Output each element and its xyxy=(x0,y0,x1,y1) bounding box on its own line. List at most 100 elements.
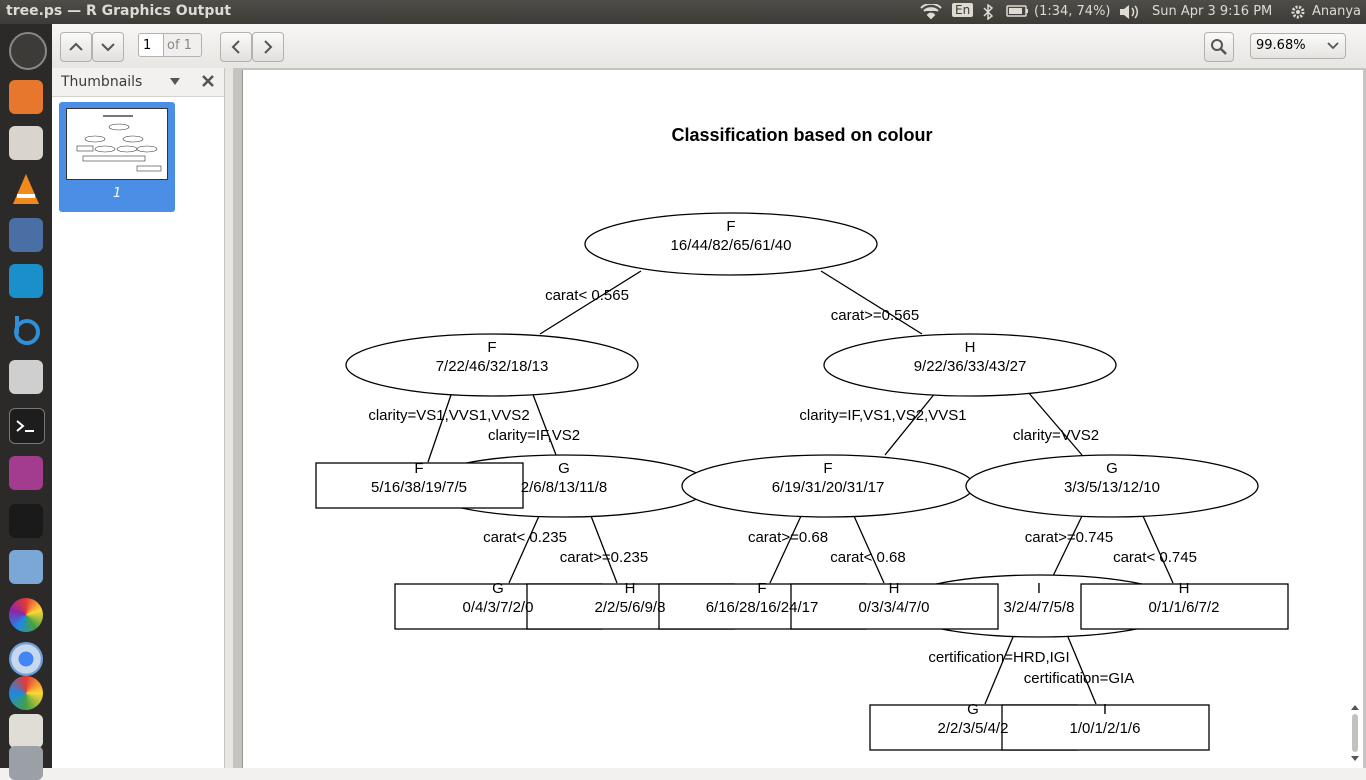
split-label: carat< 0.235 xyxy=(483,529,567,546)
edge xyxy=(984,636,1014,705)
zoom-value: 99.68% xyxy=(1256,38,1306,53)
leaf-class: I xyxy=(1103,701,1107,718)
trash-icon[interactable] xyxy=(9,746,43,780)
battery-icon[interactable] xyxy=(1006,4,1030,22)
sidebar: Thumbnails 1 xyxy=(52,68,225,768)
split-label: carat< 0.565 xyxy=(545,287,629,304)
tree-leaf-box xyxy=(790,583,999,630)
vertical-scrollbar[interactable] xyxy=(1349,702,1361,766)
gear-icon[interactable] xyxy=(1290,4,1306,24)
edge xyxy=(853,515,885,584)
page-number-input[interactable]: 1 xyxy=(138,33,164,57)
leaf-counts: 0/1/1/6/7/2 xyxy=(1149,599,1220,616)
dash-home-icon[interactable] xyxy=(9,32,47,70)
leaf-class: G xyxy=(492,580,504,597)
split-label: certification=GIA xyxy=(1024,670,1134,687)
split-label: carat>=0.68 xyxy=(748,529,828,546)
picasa-icon[interactable] xyxy=(9,676,43,710)
document-view: Classification based on colour xyxy=(234,68,1366,768)
terminal-icon[interactable] xyxy=(9,408,45,444)
chevron-right-icon xyxy=(264,40,273,54)
tree-node-ellipse xyxy=(965,454,1259,518)
pane-splitter[interactable] xyxy=(225,68,234,768)
zoom-select[interactable]: 99.68% xyxy=(1250,33,1346,59)
sidebar-header: Thumbnails xyxy=(52,68,224,97)
close-icon[interactable] xyxy=(202,75,214,87)
chevron-up-icon xyxy=(69,42,83,51)
edge xyxy=(1027,391,1083,456)
inkscape-icon[interactable] xyxy=(9,504,43,538)
tree-node-ellipse xyxy=(823,333,1117,397)
edge xyxy=(539,270,642,335)
split-label: carat>=0.745 xyxy=(1025,529,1113,546)
split-label: clarity=IF,VS2 xyxy=(488,427,580,444)
app-purple-icon[interactable] xyxy=(9,456,43,490)
app-window-icon[interactable] xyxy=(9,264,43,298)
node-counts: 6/19/31/20/31/17 xyxy=(772,479,885,496)
node-class: I xyxy=(1037,580,1041,597)
previous-page-button[interactable] xyxy=(220,32,252,62)
plot-title: Classification based on colour xyxy=(671,125,932,145)
wifi-icon[interactable] xyxy=(920,2,942,24)
find-button[interactable] xyxy=(1204,32,1234,62)
edge xyxy=(1052,515,1083,577)
edge xyxy=(1067,636,1097,705)
chromium-icon[interactable] xyxy=(9,642,43,676)
node-counts: 16/44/82/65/61/40 xyxy=(671,237,792,254)
volume-icon[interactable] xyxy=(1118,4,1140,24)
leaf-counts: 6/16/28/16/24/17 xyxy=(706,599,819,616)
thumbnail-image xyxy=(66,108,168,180)
tree-leaf-box xyxy=(315,462,524,509)
leaf-counts: 0/3/3/4/7/0 xyxy=(859,599,930,616)
leaf-class: H xyxy=(1179,580,1190,597)
top-panel: tree.ps — R Graphics Output En (1:34, 74… xyxy=(0,0,1366,24)
node-class: F xyxy=(487,339,496,356)
split-label: carat< 0.745 xyxy=(1113,549,1197,566)
next-page-button[interactable] xyxy=(252,32,284,62)
scroll-up-arrow-icon xyxy=(1351,705,1359,710)
chevron-down-icon xyxy=(1327,42,1339,50)
leaf-counts: 5/16/38/19/7/5 xyxy=(371,479,467,496)
leaf-counts: 2/2/3/5/4/2 xyxy=(938,720,1009,737)
edge xyxy=(884,391,937,456)
clock[interactable]: Sun Apr 3 9:16 PM xyxy=(1152,4,1273,19)
battery-status[interactable]: (1:34, 74%) xyxy=(1034,4,1111,19)
toolbar: 1 of 1 99.68% xyxy=(52,24,1366,69)
paint-icon[interactable] xyxy=(9,218,43,252)
tree-node-ellipse xyxy=(584,212,878,276)
edge xyxy=(820,270,923,335)
split-label: carat< 0.68 xyxy=(830,549,905,566)
keyboard-layout-indicator[interactable]: En xyxy=(952,3,974,17)
document-page: Classification based on colour xyxy=(242,70,1363,768)
node-class: F xyxy=(823,460,832,477)
thumbnail-selected[interactable]: 1 xyxy=(59,102,175,212)
drawing-icon[interactable] xyxy=(9,550,43,584)
dropdown-arrow-icon[interactable] xyxy=(170,78,180,86)
split-label: clarity=VS1,VVS1,VVS2 xyxy=(368,407,529,424)
scanner-icon[interactable] xyxy=(9,360,43,394)
files-icon[interactable] xyxy=(9,80,43,114)
leaf-counts: 1/0/1/2/1/6 xyxy=(1070,720,1141,737)
scroll-up-button[interactable] xyxy=(60,32,92,62)
scroll-down-button[interactable] xyxy=(92,32,124,62)
node-class: G xyxy=(1106,460,1118,477)
color-wheel-icon[interactable] xyxy=(9,598,43,632)
vlc-icon[interactable] xyxy=(9,172,43,206)
text-editor-icon[interactable] xyxy=(9,126,43,160)
leaf-counts: 0/4/3/7/2/0 xyxy=(463,599,534,616)
user-name[interactable]: Ananya xyxy=(1312,4,1361,19)
node-class: F xyxy=(726,218,735,235)
leaf-class: F xyxy=(757,580,766,597)
search-icon xyxy=(1211,39,1227,55)
edge xyxy=(590,515,618,584)
leaf-class: H xyxy=(625,580,636,597)
node-class: H xyxy=(965,339,976,356)
b-app-icon[interactable] xyxy=(9,312,43,346)
node-counts: 3/2/4/7/5/8 xyxy=(1004,599,1075,616)
split-label: carat>=0.235 xyxy=(560,549,648,566)
node-counts: 2/6/8/13/11/8 xyxy=(521,479,607,496)
bluetooth-icon[interactable] xyxy=(982,3,994,24)
tree-node-ellipse xyxy=(345,333,639,397)
document-icon[interactable] xyxy=(9,714,43,748)
chevron-left-icon xyxy=(231,40,240,54)
